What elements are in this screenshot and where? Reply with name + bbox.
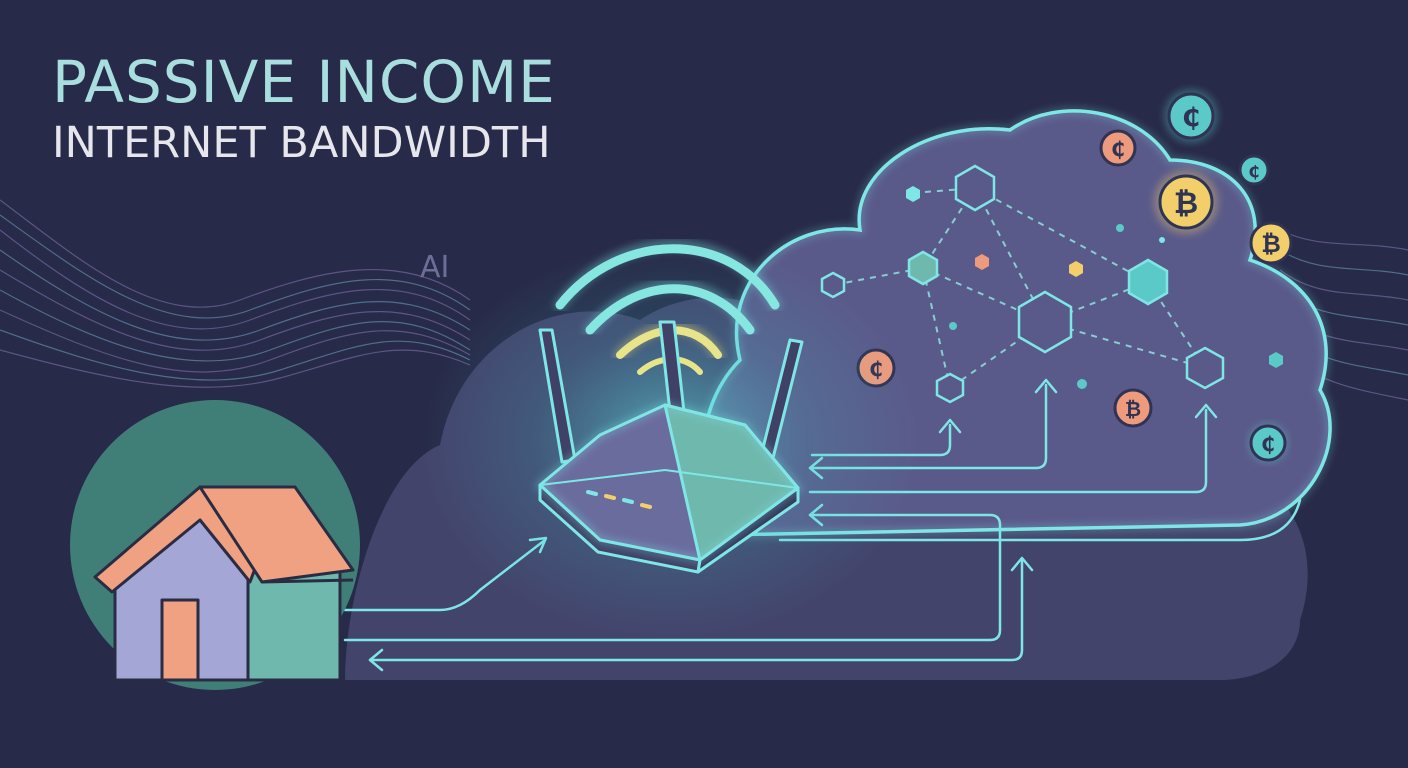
crypto-coin-icon [1164,89,1218,143]
ai-label: AI [420,250,450,285]
title-main: PASSIVE INCOME [52,48,556,116]
crypto-coin-glyph: ₵ [1248,162,1259,181]
router-icon [538,320,804,574]
crypto-coin-glyph: ₵ [1182,103,1200,133]
bitcoin-coin-glyph: ₿ [1125,397,1141,421]
title-sub: INTERNET BANDWIDTH [52,118,551,168]
crypto-coin-icon [1248,423,1288,463]
bitcoin-coin-icon [1154,170,1218,234]
network-icon [820,164,1283,404]
bitcoin-coin-glyph: ₿ [1261,230,1281,258]
crypto-coin-glyph: ₵ [1261,432,1275,456]
data-flow-arrows [343,378,1302,672]
router-status-lights [586,490,652,509]
house-icon [93,485,355,682]
title-block: PASSIVE INCOME INTERNET BANDWIDTH [52,50,556,172]
bitcoin-coin-icon [1113,388,1153,428]
crypto-coin-icon [1238,154,1270,186]
bitcoin-coin-glyph: ₿ [1174,186,1198,221]
crypto-coin-icon [1099,129,1137,167]
bitcoin-coin-icon [1249,221,1293,265]
signal-wave-icon [0,199,471,388]
crypto-coin-glyph: ₵ [1111,137,1125,161]
